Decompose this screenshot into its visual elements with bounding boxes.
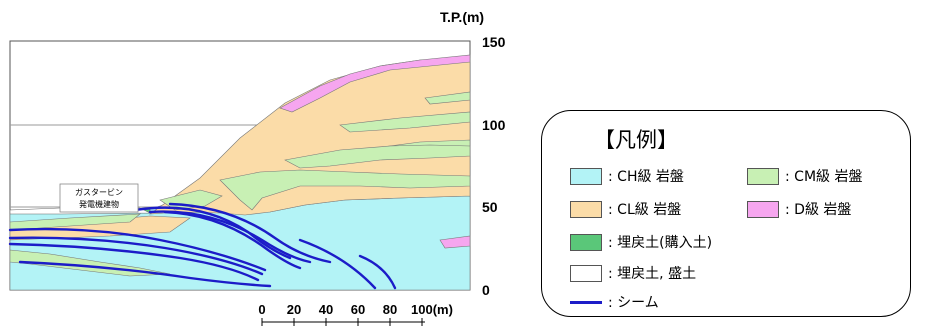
legend-label-seam: : シーム <box>608 295 659 311</box>
legend-label-d: : D級 岩盤 <box>785 202 852 218</box>
seam-line <box>8 227 267 272</box>
legend-swatch-cm <box>747 167 779 185</box>
gas-turbine-building-callout <box>59 183 139 213</box>
seam-line <box>298 238 377 290</box>
rock-cm-lens-5 <box>219 169 471 211</box>
legend-label-fill: : 埋戻土, 盛土 <box>608 266 697 282</box>
rock-cm-lens-1 <box>424 91 471 105</box>
legend-swatch-ch <box>570 167 602 185</box>
legend-swatch-fill <box>570 264 602 282</box>
legend-swatch-seam <box>570 300 602 304</box>
legend-item-d: : D級 岩盤 <box>747 199 851 219</box>
rock-cm-lens-4 <box>284 144 471 169</box>
scale-label-80: 80 <box>383 302 397 317</box>
seam-line <box>18 260 272 288</box>
rock-d-small <box>439 235 471 249</box>
elevation-tick-0: 0 <box>482 282 490 298</box>
callout-line-2: 発電機建物 <box>79 199 119 209</box>
legend-item-seam: : シーム <box>570 292 659 312</box>
legend-item-cm: : CM級 岩盤 <box>747 166 862 186</box>
seam-line <box>8 236 264 276</box>
callout-line-1: ガスタービン <box>75 187 123 197</box>
elevation-tick-100: 100 <box>482 117 506 133</box>
seam-line <box>163 210 302 270</box>
seam-lines <box>8 202 397 290</box>
legend-item-ch: : CH級 岩盤 <box>570 166 684 186</box>
scale-label-100m: 100(m) <box>411 302 453 317</box>
scale-label-40: 40 <box>319 302 333 317</box>
rock-d-zone <box>279 54 471 113</box>
scale-label-0: 0 <box>258 302 265 317</box>
seam-line <box>168 202 332 264</box>
legend-item-cl: : CL級 岩盤 <box>570 199 681 219</box>
legend-swatch-d <box>747 200 779 218</box>
elevation-tick-150: 150 <box>482 34 506 50</box>
legend-item-fill-purchased: : 埋戻土(購入土) <box>570 232 712 252</box>
scale-label-20: 20 <box>287 302 301 317</box>
seam-line <box>8 242 260 282</box>
legend-label-cm: : CM級 岩盤 <box>785 169 863 185</box>
legend-title: 【凡例】 <box>594 128 678 152</box>
elevation-axis-label: T.P.(m) <box>440 9 484 25</box>
legend-label-cl: : CL級 岩盤 <box>608 202 682 218</box>
seam-line <box>358 254 397 290</box>
elevation-tick-50: 50 <box>482 199 498 215</box>
legend-label-fill-purchased: : 埋戻土(購入土) <box>608 235 713 251</box>
legend-item-fill: : 埋戻土, 盛土 <box>570 263 696 283</box>
legend-label-ch: : CH級 岩盤 <box>608 169 684 185</box>
scale-label-60: 60 <box>351 302 365 317</box>
legend-swatch-fill-purchased <box>570 233 602 251</box>
legend-swatch-cl <box>570 200 602 218</box>
rock-cm-lens-2 <box>339 111 471 133</box>
scale-bar <box>261 318 425 326</box>
legend-box: 【凡例】 : CH級 岩盤 : CM級 岩盤 : CL級 岩盤 : D級 岩盤 … <box>541 110 911 317</box>
